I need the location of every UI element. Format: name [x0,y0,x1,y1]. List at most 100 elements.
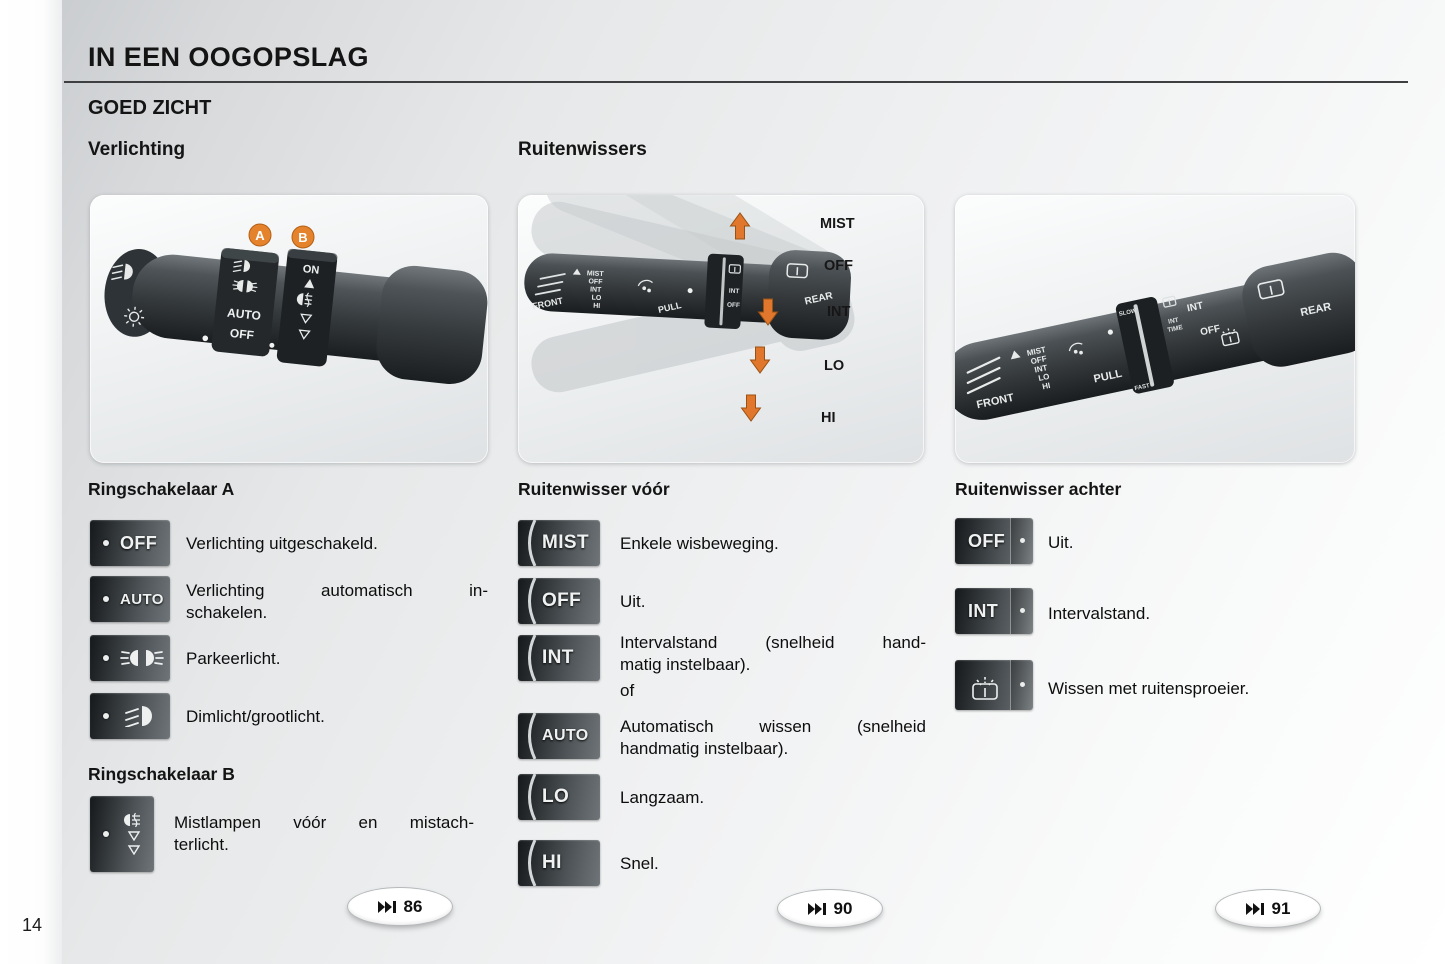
rear-wiper-stalk: REAR SLOW FAST INT TIME INT OFF [955,252,1355,420]
triangle-down-icon [127,845,141,855]
fast-label: FAST [1134,383,1151,392]
ring-a [211,248,279,357]
svg-text:OFF: OFF [588,278,603,286]
fog-light-icon [124,813,140,827]
rear-wiper-int-switch-icon: INT [955,588,1033,634]
wiper-position-labels: MIST OFF INT LO HI [820,216,855,426]
lighting-auto-text: Verlichting automatisch in- schakelen. [186,580,488,623]
text-line: Mistlampen vóór en mistach- [174,813,474,832]
badge-a-letter: A [255,228,265,243]
light-sun-icon [124,306,145,327]
stalk-edge-arc [528,520,537,566]
wiper-drop-icon [1068,342,1083,355]
low-beam-position-icon [90,693,170,739]
ring-a-off-label: OFF [229,326,254,342]
switch-label: OFF [542,590,582,611]
wiper-auto-text: Automatisch wissen (snelheid handmatig i… [620,716,926,759]
switch-label: OFF [120,532,158,553]
wiper-off-switch-icon: OFF [518,578,600,624]
switch-dot [1020,608,1025,613]
rear-wiper-stalk-illustration: REAR SLOW FAST INT TIME INT OFF [955,252,1355,420]
triangle-down-icon [298,329,311,340]
front-wiper-stalk-illustration: REAR INT OFF FRONT MIST OFF INT LO [524,195,855,426]
wiper-hi-switch-icon: HI [518,840,600,886]
position-label-hi: HI [821,410,836,426]
skip-forward-icon [377,900,396,913]
wiper-auto-switch-icon: AUTO [518,713,600,759]
mist-text: Enkele wisbeweging. [620,534,779,553]
low-beam-icon [125,706,152,727]
wiper-mist-switch-icon: MIST [518,520,600,566]
svg-text:OFF: OFF [1030,354,1048,366]
arrow-down-icon [749,346,771,374]
stalk-edge-arc [528,840,537,886]
text-line: schakelen. [186,602,268,622]
text-line: Automatisch wissen (snelheid [620,717,926,736]
stalk-edge-arc [528,774,537,820]
svg-text:MIST: MIST [1026,345,1047,358]
triangle-down-icon [127,831,141,841]
stalk-int-label: INT [1186,300,1204,314]
rear-wiper-heading: Ruitenwisser achter [955,479,1122,499]
rear-wiper-stalk-panel: REAR SLOW FAST INT TIME INT OFF [955,195,1355,463]
position-label-off: OFF [824,258,853,274]
rear-int-text: Intervalstand. [1048,604,1151,623]
lighting-stalk-panel: AUTO OFF ON A [90,195,488,463]
switch-label: HI [542,852,562,873]
stalk-off-label: OFF [1199,323,1221,338]
wiper-lo-text: Langzaam. [620,788,705,807]
front-wiper-heading: Ruitenwisser vóór [518,479,670,499]
arrow-down-icon [740,394,762,422]
svg-text:LO: LO [591,294,602,302]
triangle-down-icon [300,313,313,324]
ring-b-heading: Ringschakelaar B [88,764,235,784]
int-time-label: INT [1168,317,1180,326]
ring-a-auto-label: AUTO [226,306,261,323]
wiper-int-text: Intervalstand (snelheid hand- matig inst… [620,632,926,675]
triangle-up-icon [304,278,315,289]
switch-dot [1020,682,1025,687]
page-reference-number: 90 [833,898,853,918]
callout-badge-b: B [291,225,315,249]
switch-dot [103,596,109,602]
wiper-glyph-icon [1162,295,1177,308]
ring-a-heading: Ringschakelaar A [88,479,235,499]
int-time-label: TIME [1167,324,1184,334]
pull-label: PULL [1093,368,1124,386]
position-stack-labels: MIST OFF INT LO HI [587,270,605,310]
wiper-int-switch-icon: INT [518,635,600,681]
skip-forward-icon [807,902,826,915]
arrow-down-icon [757,298,779,326]
switch-label: INT [542,647,574,668]
switch-label: OFF [968,530,1006,551]
ring-a-parking-light-icon [232,279,258,293]
front-wiper-stalk-panel: REAR INT OFF FRONT MIST OFF INT LO [518,195,924,463]
text-line: Verlichting automatisch in- [186,581,488,600]
wiper-lo-switch-icon: LO [518,774,600,820]
switch-dot [103,540,109,546]
callout-badge-a: A [248,223,272,247]
section-heading: GOED ZICHT [88,97,212,119]
svg-text:INT: INT [590,286,602,294]
switch-label: INT [968,600,999,621]
title-rule [64,81,1408,83]
wash-wipe-icon [972,677,998,700]
wiper-drop-icon [637,279,653,293]
parking-light-text: Parkeerlicht. [186,649,281,668]
page-reference-90: 90 [778,890,882,927]
text-line: terlicht. [174,834,229,854]
switch-dot [103,655,109,661]
page-reference-86: 86 [348,888,452,925]
badge-b-letter: B [298,230,307,245]
wiper-hi-text: Snel. [620,854,659,873]
ring-b-on-label: ON [302,263,320,277]
position-label-int: INT [827,304,851,320]
rear-wash-wipe-icon [955,660,1033,710]
parking-light-icon [120,650,164,666]
rear-window-wiper-icon [1257,279,1285,300]
wash-wipe-icon [1221,328,1240,347]
position-arrows [729,212,779,422]
skip-forward-icon [1245,902,1264,915]
front-beam-lines [534,273,566,296]
